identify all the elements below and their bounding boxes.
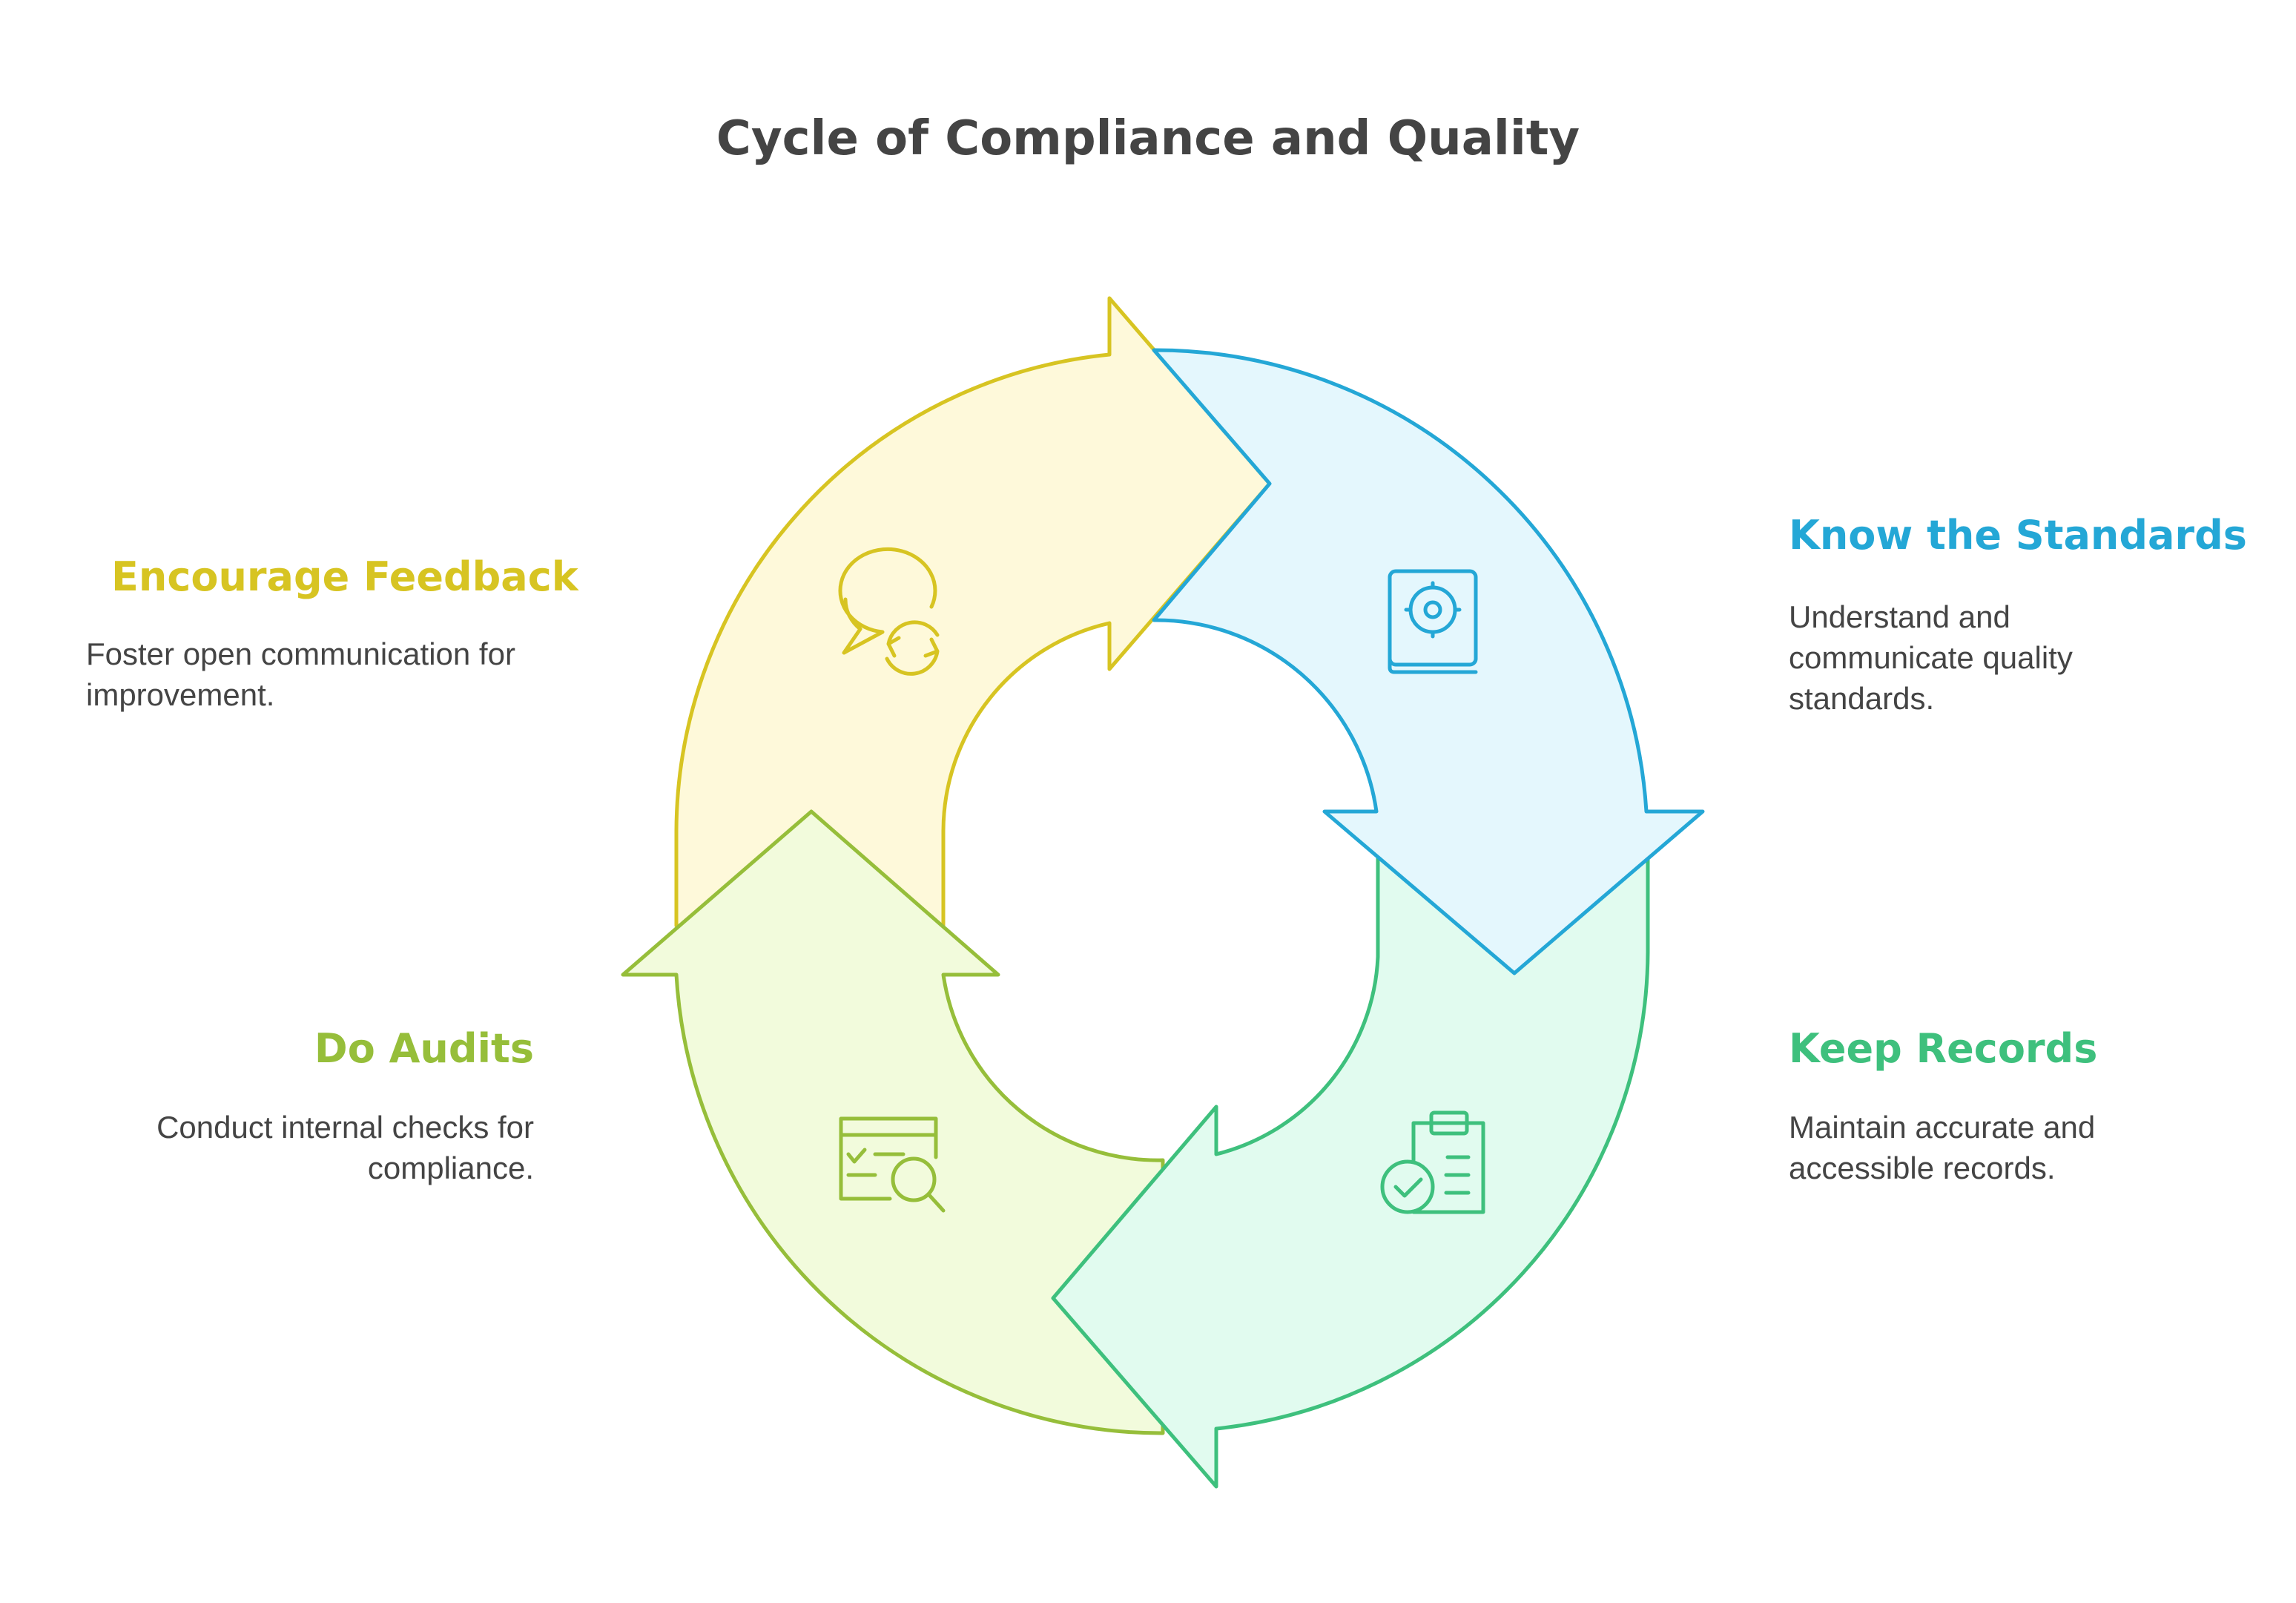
step-heading-do-audits: Do Audits — [314, 1025, 534, 1072]
book-gear-icon — [1388, 569, 1478, 674]
arrow-keep-records — [1051, 837, 1650, 1489]
arrow-encourage-feedback — [674, 296, 1272, 928]
step-text-keep-records: Maintain accurate and accessible records… — [1789, 1110, 2096, 1185]
step-heading-know-standards: Know the Standards — [1789, 512, 2247, 559]
step-text-do-audits: Conduct internal checks for compliance. — [156, 1110, 534, 1185]
step-text-know-standards: Understand and communicate quality stand… — [1789, 599, 2073, 716]
step-text-encourage-feedback: Foster open communication for improvemen… — [86, 636, 515, 712]
diagram-title: Cycle of Compliance and Quality — [716, 111, 1580, 166]
step-heading-encourage-feedback: Encourage Feedback — [111, 553, 578, 600]
clipboard-check-icon — [1380, 1110, 1485, 1214]
arrow-know-standards — [1152, 348, 1705, 975]
audit-search-icon — [839, 1116, 946, 1213]
chat-refresh-icon — [838, 547, 940, 676]
step-heading-keep-records: Keep Records — [1789, 1025, 2098, 1072]
arrow-do-audits — [621, 809, 1165, 1435]
